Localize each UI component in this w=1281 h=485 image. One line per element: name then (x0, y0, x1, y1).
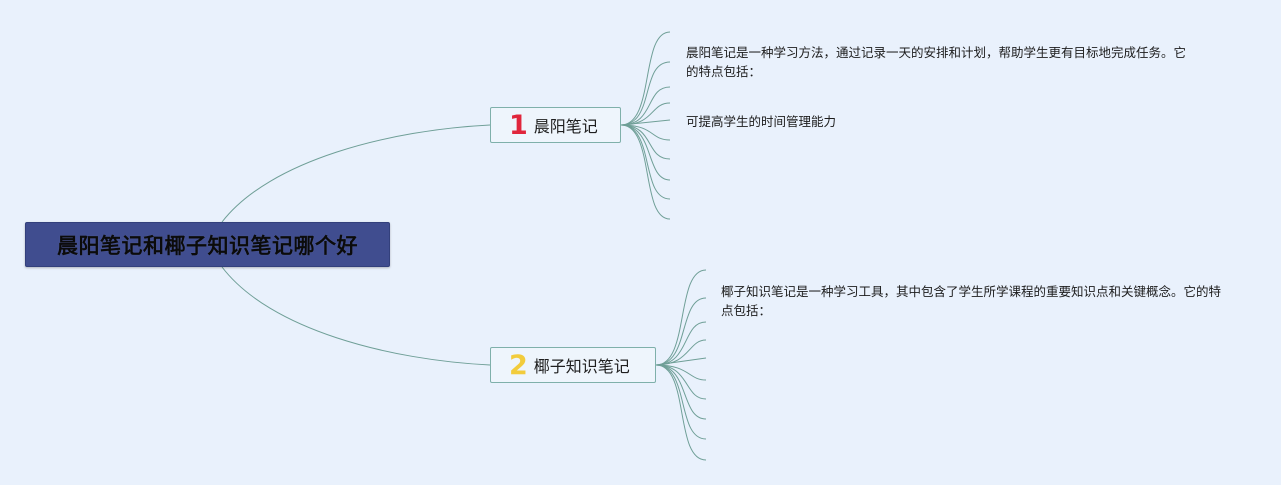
branch-1-fan-line (620, 102, 671, 126)
root-to-branch-2-line (221, 266, 491, 366)
leaf-topic-2-1[interactable]: 椰子知识笔记是一种学习工具，其中包含了学生所学课程的重要知识点和关键概念。它的特… (721, 284, 1222, 318)
branch-1-fan-line (620, 86, 671, 126)
branch-1-fan-line (620, 124, 671, 220)
branch-1-fan-line (620, 124, 671, 160)
branch-topic-1[interactable]: 1 晨阳笔记 (490, 107, 621, 143)
branch-number-1: 1 (509, 109, 528, 141)
branch-topic-2[interactable]: 2 椰子知识笔记 (490, 347, 656, 383)
branch-label-1: 晨阳笔记 (533, 117, 598, 136)
branch-label-2: 椰子知识笔记 (533, 357, 630, 376)
branch-2-fan-line (655, 269, 707, 366)
branch-2-fan-line (655, 357, 707, 366)
root-to-branch-1-line (221, 124, 491, 223)
branch-2-fan-line (655, 364, 707, 461)
leaf-topic-1-1[interactable]: 晨阳笔记是一种学习方法，通过记录一天的安排和计划，帮助学生更有目标地完成任务。它… (686, 45, 1187, 79)
root-topic-title: 晨阳笔记和椰子知识笔记哪个好 (57, 233, 358, 258)
branch-number-2: 2 (509, 349, 528, 381)
branch-1-fan-line (620, 61, 671, 126)
branch-1-fan-line (620, 119, 671, 126)
branch-1-fan-line (620, 31, 671, 126)
branch-2-fan-line (655, 297, 707, 366)
leaf-topic-1-2[interactable]: 可提高学生的时间管理能力 (686, 114, 837, 129)
branch-1-fan-line (620, 124, 671, 181)
branch-2-fan-line (655, 364, 707, 400)
root-topic[interactable]: 晨阳笔记和椰子知识笔记哪个好 (25, 222, 390, 267)
